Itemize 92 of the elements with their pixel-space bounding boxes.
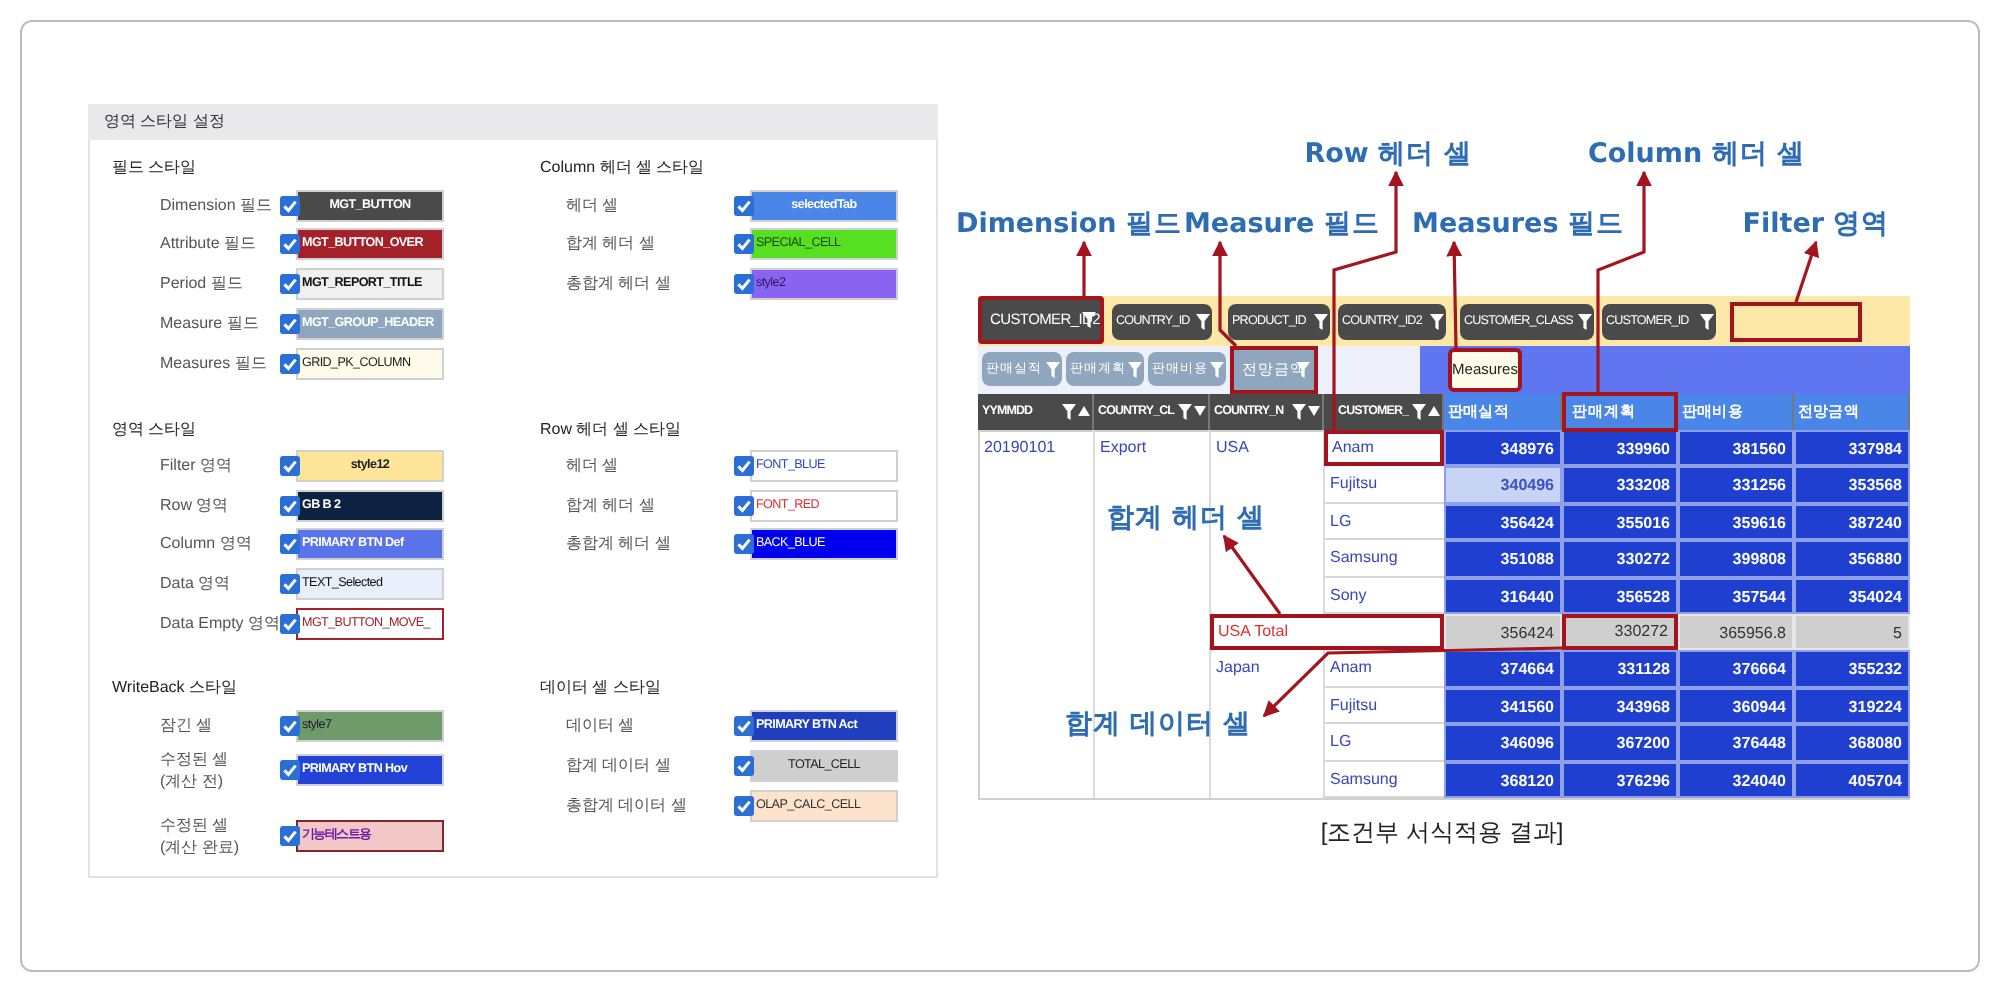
data-cell: 354024: [1794, 577, 1910, 614]
section-heading: Column 헤더 셀 스타일: [540, 156, 705, 180]
callout-label: 합계 헤더 셀: [1104, 500, 1268, 536]
data-cell: 387240: [1794, 503, 1910, 541]
section-heading: Row 헤더 셀 스타일: [540, 418, 682, 442]
data-cell: 374664: [1444, 650, 1562, 688]
callout-label: Column 헤더 셀: [1588, 136, 1804, 172]
data-cell: 381560: [1678, 430, 1794, 467]
field-label: Measure 필드: [160, 312, 259, 336]
row-header: 20190101: [982, 436, 1058, 460]
data-cell: 367200: [1562, 724, 1678, 762]
highlight-box: [1730, 302, 1862, 342]
data-cell: 343968: [1562, 687, 1678, 725]
field-label: Filter 영역: [160, 454, 232, 478]
leader-arrow: [1596, 170, 1652, 392]
data-cell: 376664: [1678, 650, 1794, 688]
data-cell: 331128: [1562, 650, 1678, 688]
data-cell: 330272: [1562, 540, 1678, 578]
field-label: 수정된 셀 (계산 전): [160, 748, 231, 792]
data-cell: 319224: [1794, 687, 1910, 725]
field-label: 총합계 데이터 셀: [566, 794, 687, 818]
callout-label: Row 헤더 셀: [1304, 136, 1472, 172]
data-cell: 331256: [1678, 466, 1794, 504]
data-cell: 333208: [1562, 466, 1678, 504]
data-cell: 351088: [1444, 540, 1562, 578]
data-cell: 339960: [1562, 430, 1678, 467]
data-cell: 376448: [1678, 724, 1794, 762]
data-cell: 353568: [1794, 466, 1910, 504]
data-cell: 405704: [1794, 761, 1910, 798]
highlighted-cell: 330272: [1562, 614, 1678, 651]
field-label: Period 필드: [160, 272, 243, 296]
leader-arrow: [1794, 240, 1820, 303]
data-cell: 357544: [1678, 577, 1794, 614]
field-label: 잠긴 셀: [160, 714, 213, 738]
data-cell: 356880: [1794, 540, 1910, 578]
callout-label: Filter 영역: [1736, 206, 1896, 242]
data-cell: 356424: [1444, 614, 1562, 651]
field-label: Measures 필드: [160, 352, 267, 376]
data-cell: 356424: [1444, 503, 1562, 541]
field-label: 헤더 셀: [566, 454, 619, 478]
callout-label: Dimension 필드: [956, 206, 1176, 242]
data-cell: 324040: [1678, 761, 1794, 798]
row-header: Export: [1098, 436, 1149, 460]
leader-arrow: [1222, 534, 1282, 615]
data-cell: 348976: [1444, 430, 1562, 467]
field-label: Row 영역: [160, 494, 229, 518]
leader-arrow: [1212, 240, 1238, 348]
field-label: 합계 헤더 셀: [566, 232, 655, 256]
field-label: 합계 헤더 셀: [566, 494, 655, 518]
field-label: Data Empty 영역: [160, 612, 281, 636]
data-cell: 5: [1794, 614, 1910, 651]
field-label: 헤더 셀: [566, 194, 619, 218]
callout-label: Measure 필드: [1184, 206, 1376, 242]
leader-arrow: [1332, 170, 1404, 430]
data-cell: 356528: [1562, 577, 1678, 614]
field-label: Dimension 필드: [160, 194, 273, 218]
leader-arrow: [1076, 240, 1092, 296]
data-cell: 368080: [1794, 724, 1910, 762]
field-label: 합계 데이터 셀: [566, 754, 671, 778]
caption: [조건부 서식적용 결과]: [1318, 816, 1566, 848]
section-heading: WriteBack 스타일: [112, 676, 238, 700]
callout-label: Measures 필드: [1412, 206, 1624, 242]
field-label: Data 영역: [160, 572, 231, 596]
data-cell: 365956.8: [1678, 614, 1794, 651]
field-label: 데이터 셀: [566, 714, 635, 738]
data-cell: 337984: [1794, 430, 1910, 467]
data-cell: 368120: [1444, 761, 1562, 798]
highlighted-cell: USA Total: [1210, 614, 1444, 651]
data-cell: 341560: [1444, 687, 1562, 725]
data-cell: 355016: [1562, 503, 1678, 541]
leader-arrow: [1262, 646, 1563, 718]
data-cell: 376296: [1562, 761, 1678, 798]
panel-title: 영역 스타일 설정: [88, 104, 938, 140]
highlighted-cell: Anam: [1324, 430, 1444, 467]
data-cell: 359616: [1678, 503, 1794, 541]
row-header: USA: [1214, 436, 1251, 460]
field-label: Column 영역: [160, 532, 252, 556]
data-cell: 399808: [1678, 540, 1794, 578]
section-heading: 데이터 셀 스타일: [540, 676, 661, 700]
field-label: 수정된 셀 (계산 완료): [160, 814, 242, 858]
field-label: 총합계 헤더 셀: [566, 272, 671, 296]
data-cell: 340496: [1444, 466, 1562, 504]
field-label: Attribute 필드: [160, 232, 257, 256]
data-cell: 316440: [1444, 577, 1562, 614]
data-cell: 355232: [1794, 650, 1910, 688]
row-header: Japan: [1214, 656, 1262, 681]
section-heading: 영역 스타일: [112, 418, 197, 442]
field-label: 총합계 헤더 셀: [566, 532, 671, 556]
section-heading: 필드 스타일: [112, 156, 197, 180]
data-cell: 360944: [1678, 687, 1794, 725]
data-cell: 346096: [1444, 724, 1562, 762]
callout-label: 합계 데이터 셀: [1054, 706, 1262, 742]
